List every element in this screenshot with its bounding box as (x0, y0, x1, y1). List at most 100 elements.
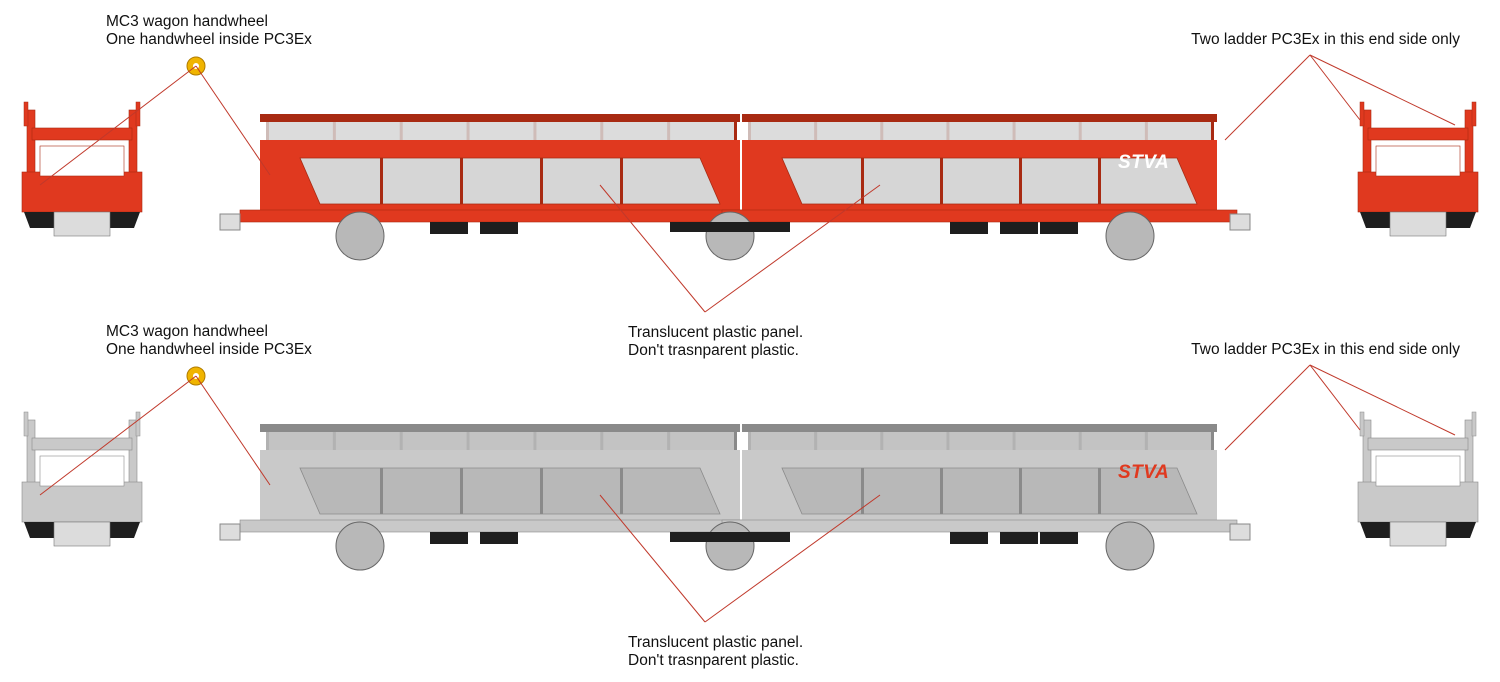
translucent-panel (299, 157, 721, 205)
wheel (1105, 211, 1155, 261)
end-ladder-left (23, 411, 29, 437)
panel-post (380, 158, 383, 204)
upper-deck-rail (260, 424, 740, 432)
underbody-box (480, 222, 518, 234)
underbody-box (1000, 532, 1038, 544)
leader-line (1224, 364, 1311, 451)
end-coupler (1389, 521, 1447, 547)
center-bogie (670, 222, 790, 232)
underbody-box (1040, 222, 1078, 234)
panel-post (460, 158, 463, 204)
end-view-right (1357, 101, 1479, 237)
panel-label-line1: Translucent plastic panel. (628, 324, 804, 341)
leader-line (39, 375, 197, 496)
panel-post (620, 158, 623, 204)
handwheel-label-top: MC3 wagon handwheel One handwheel inside… (106, 13, 312, 49)
upper-deck-rail (742, 424, 1217, 432)
coupler-left (219, 213, 241, 231)
upper-deck-post (734, 118, 737, 144)
panel-post (620, 468, 623, 514)
leader-line (599, 184, 706, 313)
underframe (239, 519, 761, 533)
wagon-row-red: STVA (21, 101, 1479, 261)
underbody-box (430, 222, 468, 234)
handwheel-label-line1: MC3 wagon handwheel (106, 323, 268, 340)
handwheel-label-line2: One handwheel inside PC3Ex (106, 341, 312, 358)
underbody-box (1040, 532, 1078, 544)
panel-label-bottom: Translucent plastic panel. Don't trasnpa… (628, 634, 803, 670)
wheel (705, 211, 755, 261)
translucent-panel (781, 467, 1198, 515)
end-lower-body (21, 481, 143, 523)
handwheel-label-line2: One handwheel inside PC3Ex (106, 31, 312, 48)
upper-deck-post (734, 428, 737, 454)
handwheel-label-line1: MC3 wagon handwheel (106, 13, 268, 30)
end-lower-body (1357, 171, 1479, 213)
panel-label-top: Translucent plastic panel. Don't trasnpa… (628, 324, 803, 360)
underframe (721, 519, 1238, 533)
underbody-box (430, 532, 468, 544)
end-ladder-right (135, 411, 141, 437)
stva-logo: STVA (1118, 462, 1169, 483)
end-view-right (1357, 411, 1479, 547)
panel-post (1098, 158, 1101, 204)
leader-line (1309, 54, 1361, 121)
end-upper-beam (1367, 127, 1469, 141)
underbody-box (1000, 222, 1038, 234)
end-ladder-left (23, 101, 29, 127)
panel-post (460, 468, 463, 514)
leader-line (599, 494, 706, 623)
stva-logo: STVA (1118, 152, 1169, 173)
wagon-side-view: STVA (219, 114, 1251, 261)
end-coupler (1389, 211, 1447, 237)
wheel (1105, 521, 1155, 571)
ladder-label-top: Two ladder PC3Ex in this end side only (1191, 31, 1460, 49)
end-upper-beam (31, 437, 133, 451)
wheel (335, 521, 385, 571)
end-ladder-right (1471, 411, 1477, 437)
leader-line (195, 375, 271, 486)
end-view-left (21, 411, 143, 547)
panel-post (380, 468, 383, 514)
leader-line (1309, 54, 1456, 126)
panel-post (940, 158, 943, 204)
end-window (39, 145, 125, 177)
end-coupler (53, 521, 111, 547)
upper-deck-post (1211, 428, 1214, 454)
wagon-row-grey: STVA (21, 411, 1479, 571)
leader-line (195, 65, 271, 176)
translucent-panel (299, 467, 721, 515)
ladder-label-line: Two ladder PC3Ex in this end side only (1191, 31, 1460, 48)
end-lower-body (21, 171, 143, 213)
end-ladder-right (135, 101, 141, 127)
end-window (39, 455, 125, 487)
end-upper-beam (31, 127, 133, 141)
leader-line (704, 184, 881, 313)
ladder-label-line: Two ladder PC3Ex in this end side only (1191, 341, 1460, 358)
end-window (1375, 455, 1461, 487)
panel-post (861, 468, 864, 514)
panel-post (861, 158, 864, 204)
upper-panel (266, 122, 734, 142)
panel-post (1019, 468, 1022, 514)
upper-deck-rail (742, 114, 1217, 122)
leader-line (704, 494, 881, 623)
upper-panel (748, 432, 1211, 452)
end-upper-beam (1367, 437, 1469, 451)
underframe (721, 209, 1238, 223)
handwheel-label-bottom: MC3 wagon handwheel One handwheel inside… (106, 323, 312, 359)
underbody-box (950, 222, 988, 234)
end-window (1375, 145, 1461, 177)
panel-label-line2: Don't trasnparent plastic. (628, 652, 799, 669)
underframe (239, 209, 761, 223)
panel-post (540, 158, 543, 204)
leader-line (1309, 364, 1456, 436)
coupler-right (1229, 213, 1251, 231)
leader-line (39, 65, 197, 186)
leader-line (1309, 364, 1361, 431)
end-ladder-left (1359, 411, 1365, 437)
ladder-label-bottom: Two ladder PC3Ex in this end side only (1191, 341, 1460, 359)
panel-post (940, 468, 943, 514)
coupler-right (1229, 523, 1251, 541)
